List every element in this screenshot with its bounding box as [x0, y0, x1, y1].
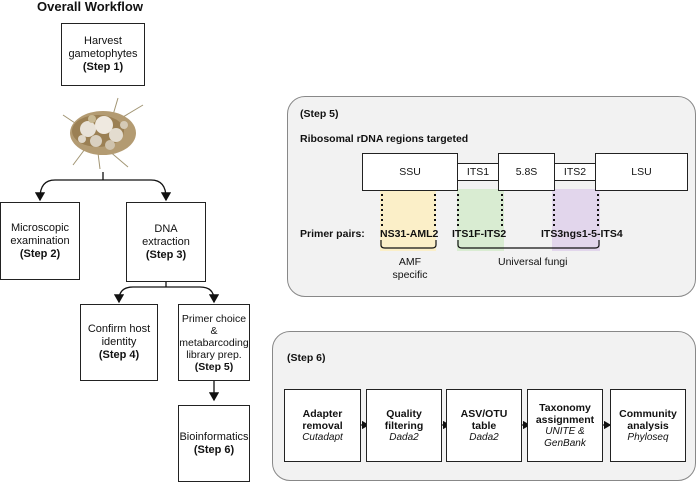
- dna-text: DNA extraction: [142, 222, 190, 248]
- region-58s: 5.8S: [498, 153, 555, 191]
- step6-label: (Step 6): [287, 352, 326, 364]
- group-amf: AMF specific: [392, 256, 428, 281]
- primer-its1f: ITS1F-ITS2: [452, 228, 507, 240]
- harvest-step: (Step 1): [82, 61, 124, 73]
- pipeline-taxonomy-name: Taxonomy assignment: [535, 401, 595, 426]
- bioinformatics-step: (Step 6): [193, 443, 235, 456]
- pipeline-adapter: Adapter removal Cutadapt: [284, 389, 361, 462]
- pipeline-taxonomy-tool: UNITE & GenBank: [544, 425, 586, 449]
- dna-step: (Step 3): [145, 248, 187, 261]
- pipeline-community-tool: Phyloseq: [627, 431, 669, 443]
- pipeline-quality-tool: Dada2: [389, 431, 419, 443]
- workflow-connectors: [34, 172, 220, 402]
- harvest-box: Harvest gametophytes (Step 1): [61, 23, 145, 86]
- confirm-step: (Step 4): [98, 349, 140, 361]
- step5-label: (Step 5): [300, 108, 339, 120]
- gametophyte-image: [62, 97, 144, 170]
- confirm-box: Confirm host identity (Step 4): [80, 304, 158, 381]
- primer-pairs-label: Primer pairs:: [300, 228, 365, 240]
- microscopic-step: (Step 2): [19, 247, 61, 260]
- primer-box: Primer choice & metabarcoding library pr…: [178, 304, 250, 381]
- region-its1: ITS1: [457, 163, 499, 181]
- amf-band: [380, 189, 436, 251]
- pipeline-quality-name: Quality filtering: [384, 407, 424, 432]
- group-universal: Universal fungi: [498, 256, 568, 268]
- primer-guides: [380, 194, 600, 249]
- microscopic-text: Microscopic examination: [10, 221, 70, 247]
- pipeline-community: Community analysis Phyloseq: [610, 389, 686, 462]
- pipeline-asv: ASV/OTU table Dada2: [446, 389, 522, 462]
- pipeline-community-name: Community analysis: [619, 407, 677, 432]
- primer-text: Primer choice & metabarcoding library pr…: [179, 312, 249, 361]
- primer-ns31: NS31-AML2: [380, 228, 439, 240]
- rdna-heading: Ribosomal rDNA regions targeted: [300, 133, 469, 145]
- region-ssu: SSU: [362, 153, 458, 191]
- primer-step: (Step 5): [194, 360, 234, 373]
- its1f-band: [457, 189, 504, 251]
- microscopic-box: Microscopic examination (Step 2): [0, 202, 80, 280]
- harvest-text: Harvest gametophytes: [68, 35, 138, 60]
- confirm-text: Confirm host identity: [87, 323, 151, 348]
- bioinformatics-text: Bioinformatics: [179, 430, 249, 443]
- bioinformatics-box: Bioinformatics (Step 6): [178, 405, 250, 482]
- region-its2: ITS2: [554, 163, 596, 181]
- pipeline-taxonomy: Taxonomy assignment UNITE & GenBank: [527, 389, 603, 462]
- pipeline-adapter-tool: Cutadapt: [302, 431, 343, 443]
- dna-box: DNA extraction (Step 3): [126, 202, 206, 282]
- region-lsu: LSU: [595, 153, 688, 191]
- diagram-title: Overall Workflow: [37, 0, 143, 14]
- pipeline-asv-tool: Dada2: [469, 431, 499, 443]
- its3-band: [552, 189, 600, 251]
- pipeline-quality: Quality filtering Dada2: [366, 389, 442, 462]
- pipeline-asv-name: ASV/OTU table: [460, 407, 508, 432]
- pipeline-adapter-name: Adapter removal: [302, 407, 343, 432]
- primer-its3ngs: ITS3ngs1-5-ITS4: [541, 228, 623, 240]
